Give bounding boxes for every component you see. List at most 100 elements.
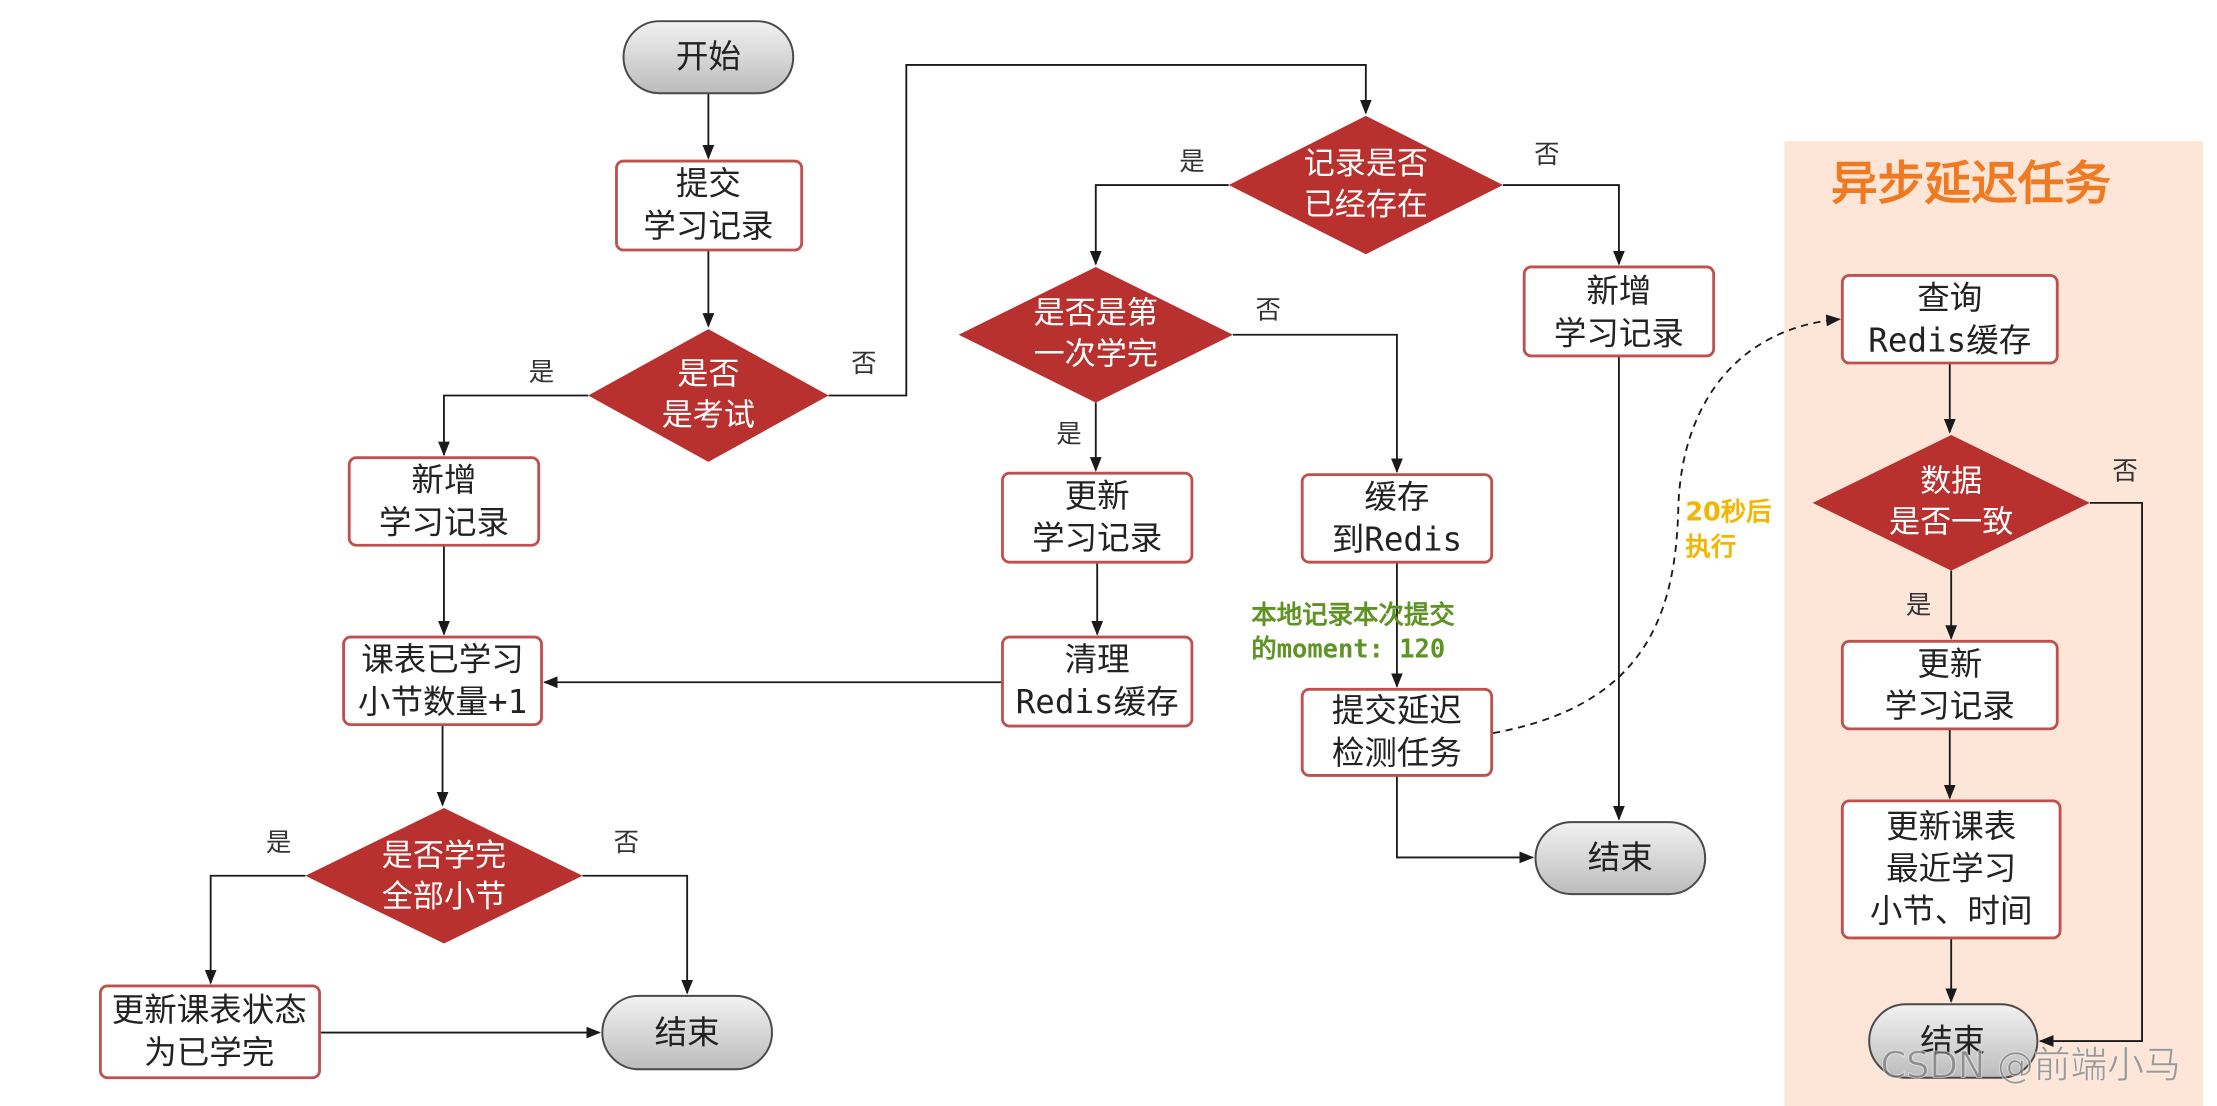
- node-label-line: 课表已学习: [361, 641, 524, 679]
- note-line: 的moment: 120: [1251, 633, 1445, 663]
- decision-shape: [958, 266, 1233, 403]
- decision-shape: [588, 329, 829, 462]
- edge-label-consistent-no: 否: [2112, 455, 2137, 485]
- process-shape: [1840, 274, 2059, 365]
- node-end-mid: 结束: [1534, 821, 1707, 896]
- node-label-line: 学习记录: [1032, 519, 1162, 557]
- decision-is-exam: 是否 是考试: [588, 329, 829, 462]
- decision-label-line: 是否: [677, 356, 739, 392]
- node-label-line: 学习记录: [379, 504, 509, 542]
- node-start: 开始: [622, 20, 795, 95]
- decision-shape: [1812, 435, 2090, 571]
- decision-data-consistent: 数据 是否一致: [1812, 435, 2090, 571]
- decision-label-line: 已经存在: [1304, 187, 1428, 223]
- edge-all-done-yes: [204, 874, 306, 985]
- edge-label-all-done-yes: 是: [266, 827, 291, 857]
- note-line: 本地记录本次提交: [1251, 599, 1455, 629]
- terminal-shape: [1868, 1003, 2039, 1079]
- edge-is-exam-no: [828, 64, 1372, 397]
- decision-label-line: 记录是否: [1304, 146, 1428, 182]
- node-query-redis: 查询 Redis缓存: [1840, 274, 2059, 365]
- note-local-moment: 本地记录本次提交 的moment: 120: [1251, 599, 1455, 663]
- node-label-line: 为已学完: [144, 1033, 274, 1071]
- process-shape: [1001, 635, 1194, 728]
- decision-first-finish: 是否是第 一次学完: [958, 266, 1233, 403]
- decision-label-line: 数据: [1920, 464, 1982, 500]
- decision-label-line: 是否学完: [382, 838, 506, 874]
- edge-record-exists-yes: [1089, 184, 1229, 266]
- edge-labels: 是 否 是 否 是 否 是 否 是 否: [266, 139, 2138, 857]
- node-label-line: 查询: [1917, 279, 1982, 317]
- node-submit-record: 提交 学习记录: [615, 159, 804, 252]
- decision-label-line: 全部小节: [382, 879, 506, 915]
- process-shape: [347, 456, 541, 547]
- node-label-line: 到Redis: [1332, 521, 1462, 559]
- edge-record-exists-no: [1502, 184, 1625, 266]
- process-shape: [1300, 473, 1494, 564]
- node-label-line: 提交: [676, 165, 741, 203]
- node-label-line: 缓存: [1364, 478, 1429, 516]
- edge-label-record-exists-no: 否: [1534, 139, 1559, 169]
- edge-delay-to-query-redis: [1492, 314, 1841, 734]
- process-shape: [1840, 799, 2062, 940]
- terminal-shape: [1534, 821, 1707, 896]
- node-add-record-left: 新增 学习记录: [347, 456, 541, 547]
- edge-first-finish-no: [1232, 333, 1403, 474]
- async-panel-title: 异步延迟任务: [1831, 157, 2111, 211]
- node-end-left: 结束: [601, 994, 773, 1071]
- note-delay: 20秒后 执行: [1685, 496, 1771, 561]
- node-label-line: 学习记录: [1554, 314, 1684, 352]
- decision-all-lessons-done: 是否学完 全部小节: [305, 807, 583, 944]
- node-clear-redis: 清理 Redis缓存: [1001, 635, 1194, 728]
- node-label-line: 小节数量+1: [358, 683, 527, 721]
- node-label-line: 小节、时间: [1870, 892, 2033, 930]
- watermark: CSDN @前端小马: [1880, 1044, 2180, 1087]
- node-label-line: 更新: [1917, 645, 1982, 683]
- node-update-record-async: 更新 学习记录: [1840, 639, 2059, 731]
- terminal-shape: [622, 20, 795, 95]
- node-increment-lessons: 课表已学习 小节数量+1: [342, 635, 543, 727]
- node-submit-delay-task: 提交延迟 检测任务: [1300, 687, 1494, 777]
- node-add-record-right: 新增 学习记录: [1522, 265, 1716, 358]
- node-label: 结束: [655, 1014, 720, 1052]
- node-cache-redis: 缓存 到Redis: [1300, 473, 1494, 564]
- node-label-line: 最近学习: [1886, 850, 2016, 888]
- node-label-line: Redis缓存: [1016, 683, 1179, 721]
- node-label-line: 更新课表: [1886, 807, 2016, 845]
- process-shape: [1300, 687, 1494, 777]
- decision-label-line: 是考试: [662, 397, 755, 433]
- edge-is-exam-yes: [438, 394, 589, 457]
- process-shape: [98, 984, 321, 1080]
- node-label-line: 新增: [1586, 272, 1651, 310]
- node-label-line: 提交延迟: [1332, 692, 1462, 730]
- decision-label-line: 是否一致: [1889, 505, 2013, 541]
- edge-consistent-no: [2038, 501, 2143, 1047]
- edges: [204, 64, 2143, 1047]
- node-update-course-recent: 更新课表 最近学习 小节、时间: [1840, 799, 2062, 940]
- edge-label-consistent-yes: 是: [1906, 590, 1931, 620]
- node-label-line: 更新: [1065, 477, 1130, 515]
- node-label-line: 学习记录: [1885, 687, 2015, 725]
- node-label-line: 更新课表状态: [112, 991, 307, 1029]
- process-shape: [615, 159, 804, 252]
- edge-label-first-finish-yes: 是: [1056, 419, 1081, 449]
- note-line: 执行: [1685, 532, 1736, 562]
- node-mark-course-done: 更新课表状态 为已学完: [98, 984, 321, 1080]
- node-label-line: 新增: [411, 461, 476, 499]
- node-label-line: 学习记录: [643, 207, 773, 245]
- node-label: 结束: [1920, 1022, 1985, 1060]
- edge-all-done-no: [582, 874, 694, 995]
- edge-label-is-exam-yes: 是: [529, 356, 554, 386]
- edge-label-all-done-no: 否: [614, 827, 639, 857]
- decision-label-line: 是否是第: [1034, 296, 1158, 332]
- process-shape: [1840, 639, 2059, 731]
- node-label-line: Redis缓存: [1868, 321, 2031, 359]
- node-label-line: 检测任务: [1332, 734, 1462, 772]
- node-end-async: 结束: [1868, 1003, 2039, 1079]
- note-line: 20秒后: [1685, 496, 1771, 526]
- edge-label-is-exam-no: 否: [851, 348, 876, 378]
- node-label-line: 清理: [1065, 641, 1130, 679]
- decision-shape: [305, 807, 583, 944]
- node-label: 开始: [676, 38, 741, 76]
